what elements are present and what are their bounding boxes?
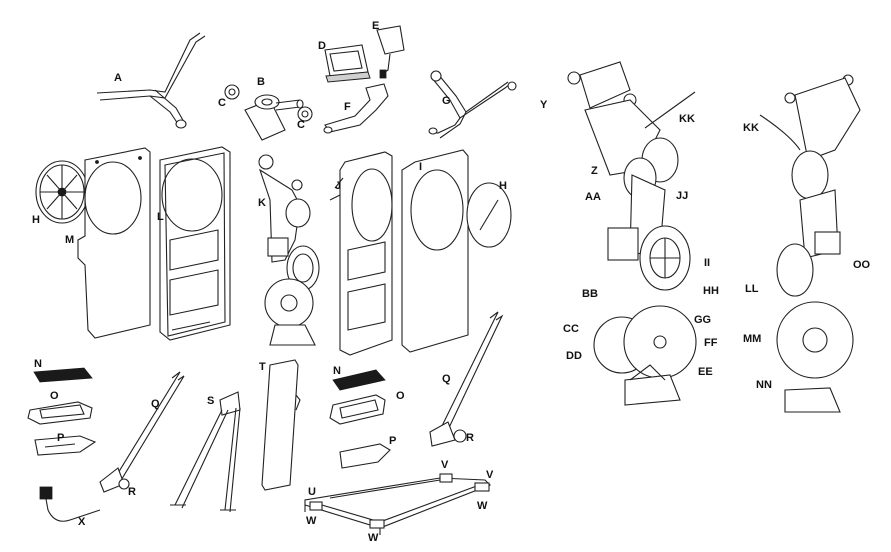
label-part-t: T (259, 361, 266, 373)
part-n-pedal-pad-right (332, 369, 386, 391)
part-g-moving-handle (428, 70, 517, 139)
label-part-bb: BB (582, 288, 598, 300)
part-a-handlebar (96, 32, 206, 129)
label-part-d: D (318, 40, 326, 52)
part-x-power-cord (39, 486, 101, 522)
label-part-kk-side: KK (743, 122, 759, 134)
part-p-pedal-bracket-left (34, 435, 97, 456)
part-m-outer-shroud-left (77, 147, 151, 339)
assembly-front-view (567, 61, 697, 406)
label-part-ll: LL (745, 283, 759, 295)
part-d-console (324, 44, 371, 83)
label-part-jj: JJ (676, 190, 689, 202)
label-part-s: S (207, 395, 215, 407)
label-part-o-right: O (396, 390, 405, 402)
label-part-u: U (308, 486, 316, 498)
assembly-side-view (759, 74, 861, 413)
part-s-upright-frame (170, 391, 241, 513)
label-part-ff: FF (704, 337, 718, 349)
label-part-hh: HH (703, 285, 719, 297)
label-part-m: M (65, 234, 75, 246)
label-part-y: Y (540, 99, 548, 111)
label-part-n-right: N (333, 365, 341, 377)
label-part-cc: CC (563, 323, 579, 335)
label-part-nn: NN (756, 379, 772, 391)
label-part-kk-front: KK (679, 113, 695, 125)
part-i-outer-shroud-right (401, 149, 469, 353)
label-part-n-left: N (34, 358, 42, 370)
label-part-x: X (78, 516, 86, 528)
label-part-w-right: W (477, 500, 488, 512)
label-part-h-right: H (499, 180, 507, 192)
part-l-inner-shroud (159, 146, 231, 341)
label-part-v-right: V (486, 469, 494, 481)
label-part-aa: AA (585, 191, 601, 203)
part-p-pedal-bracket-right (339, 443, 391, 469)
part-q-leg-arm-right (429, 311, 504, 447)
part-b-bearing-housing (244, 94, 304, 141)
label-part-mm: MM (743, 333, 762, 345)
label-part-p-left: P (57, 432, 65, 444)
label-part-i: I (419, 161, 423, 173)
label-part-r-right: R (466, 432, 474, 444)
label-part-h-left: H (32, 214, 40, 226)
label-part-k: K (258, 197, 266, 209)
label-part-q-left: Q (151, 398, 160, 410)
part-t-rear-cover (261, 359, 301, 491)
label-part-r-left: R (128, 486, 136, 498)
label-part-o-left: O (50, 390, 59, 402)
part-o-pedal-right (329, 394, 386, 425)
label-part-gg: GG (694, 314, 712, 326)
label-part-oo: OO (853, 259, 871, 271)
label-part-c-right: C (297, 119, 305, 131)
label-part-e: E (372, 20, 380, 32)
part-e-console-bracket (376, 25, 405, 79)
label-part-ii: II (704, 257, 711, 269)
part-h-disc-cover-right (466, 182, 512, 248)
label-part-w-middle: W (368, 532, 379, 544)
label-part-p-right: P (389, 435, 397, 447)
part-q-leg-arm-left (99, 371, 185, 493)
label-part-z: Z (591, 165, 598, 177)
label-part-g: G (442, 95, 451, 107)
label-part-b: B (257, 76, 265, 88)
label-part-q-right: Q (442, 373, 451, 385)
part-k-frame-assembly (258, 154, 320, 346)
label-part-w-left: W (306, 515, 317, 527)
label-part-ee: EE (698, 366, 713, 378)
part-n-pedal-pad-left (33, 367, 93, 383)
label-part-c-left: C (218, 97, 226, 109)
label-part-a: A (114, 72, 122, 84)
part-f-handle-mount (323, 83, 389, 134)
label-part-j: J (335, 180, 342, 192)
part-h-disc-cover-left (35, 160, 89, 224)
label-part-f: F (344, 101, 351, 113)
label-part-dd: DD (566, 350, 582, 362)
part-c-cap-right (297, 106, 313, 122)
part-j-inner-shroud-right (329, 151, 393, 356)
part-o-pedal-left (27, 401, 93, 425)
part-c-cap-left (224, 84, 240, 100)
part-u-base-frame (304, 473, 491, 535)
label-part-v-left: V (441, 459, 449, 471)
label-part-l: L (157, 211, 164, 223)
